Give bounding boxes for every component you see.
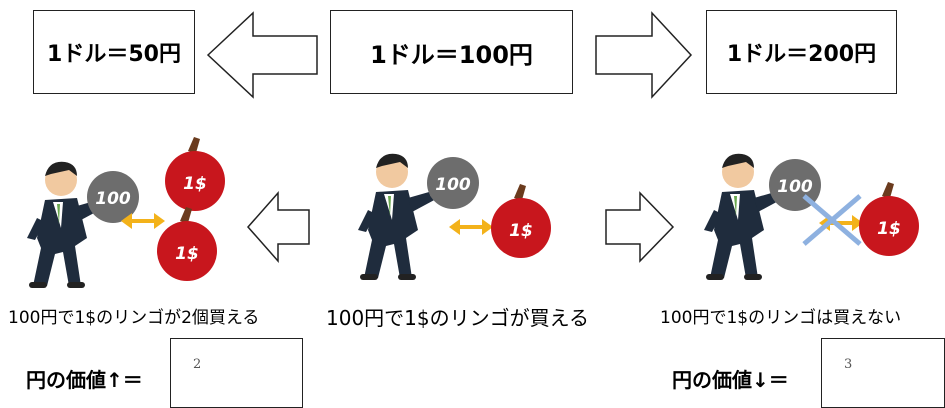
yen-value-down-label: 円の価値↓＝: [672, 368, 789, 392]
exchange-arrow-icon: [449, 219, 493, 235]
rate-box-200: 1ドル＝200円: [706, 10, 897, 94]
apple-1-dollar: 1$: [165, 137, 225, 211]
apple-1-dollar: 1$: [491, 184, 551, 258]
answer-box-down[interactable]: 3: [821, 338, 945, 408]
coin-label: 100: [777, 177, 813, 197]
apple-label: 1$: [175, 244, 199, 264]
cross-mark-icon: [802, 194, 862, 246]
left-middle-arrow: [246, 191, 310, 263]
right-middle-arrow: [605, 191, 675, 263]
coin-100: 100: [87, 171, 139, 223]
rate-label-50: 1ドル＝50円: [47, 42, 181, 67]
apple-1-dollar: 1$: [859, 182, 919, 256]
coin-label: 100: [95, 189, 131, 209]
yen-value-up-label: 円の価値↑＝: [26, 368, 143, 392]
caption-one-apple: 100円で1$のリンゴが買える: [326, 306, 590, 330]
businessman-figure: [27, 161, 111, 288]
rate-box-100: 1ドル＝100円: [330, 10, 573, 94]
coin-100: 100: [427, 157, 479, 209]
right-big-arrow: [595, 11, 693, 99]
apple-label: 1$: [509, 221, 533, 241]
apple-label: 1$: [877, 219, 901, 239]
rate-label-200: 1ドル＝200円: [726, 42, 877, 67]
caption-cannot-buy: 100円で1$のリンゴは買えない: [660, 308, 902, 328]
rate-label-100: 1ドル＝100円: [370, 40, 533, 69]
left-big-arrow: [206, 11, 318, 99]
answer-box-up[interactable]: 2: [170, 338, 303, 408]
rate-box-50: 1ドル＝50円: [33, 10, 195, 94]
coin-label: 100: [435, 175, 471, 195]
caption-two-apples: 100円で1$のリンゴが2個買える: [8, 308, 260, 328]
exchange-arrow-icon: [121, 213, 165, 229]
apple-label: 1$: [183, 174, 207, 194]
apple-1-dollar: 1$: [157, 207, 217, 281]
answer-up-value: 2: [193, 357, 202, 372]
answer-down-value: 3: [844, 357, 853, 372]
